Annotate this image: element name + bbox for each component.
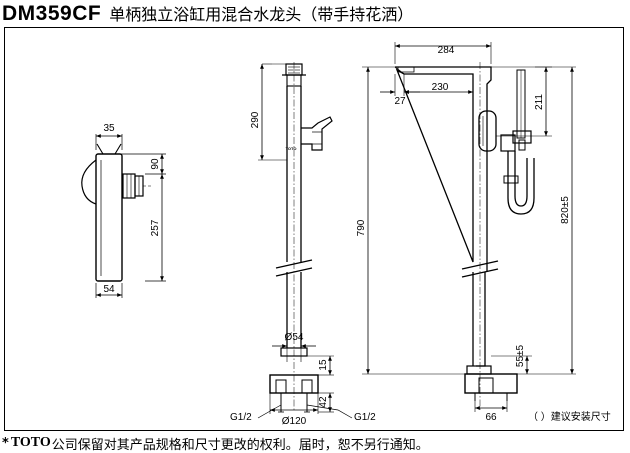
footer-disclaimer: 公司保留对其产品规格和尺寸更改的权利。届时，恕不另行通知。 (51, 437, 429, 453)
dim-257: 257 (150, 219, 161, 236)
model-number: DM359CF (2, 2, 102, 25)
dim-211: 211 (534, 94, 545, 110)
dim-35: 35 (103, 123, 115, 134)
install-note: （ ）建议安装尺寸 (528, 410, 611, 423)
brand-logo-text: TOTO (10, 435, 51, 450)
dim-27: 27 (394, 96, 406, 107)
dim-820: 820±5 (560, 196, 571, 224)
dim-diameter-120: Ø120 (282, 416, 307, 427)
dim-290: 290 (250, 111, 261, 128)
title-bar: DM359CF 单柄独立浴缸用混合水龙头（带手持花洒） (2, 2, 413, 26)
dim-90: 90 (150, 158, 161, 170)
thread-right: G1/2 (354, 412, 376, 423)
dim-790: 790 (356, 219, 367, 236)
top-view (81, 134, 166, 298)
toto-engraving: TOTO (286, 146, 297, 151)
dim-42: 42 (318, 396, 329, 408)
dim-54: 54 (103, 284, 115, 295)
dim-284: 284 (438, 45, 455, 56)
footer-asterisk: * (2, 435, 9, 451)
dim-diameter-54: Ø54 (285, 332, 304, 343)
drawing-frame (4, 27, 624, 431)
dim-230: 230 (432, 82, 449, 93)
side-view (362, 42, 576, 412)
product-name: 单柄独立浴缸用混合水龙头（带手持花洒） (109, 5, 414, 24)
footer: * TOTO 公司保留对其产品规格和尺寸更改的权利。届时，恕不另行通知。 (2, 434, 429, 453)
dim-55: 55±5 (515, 344, 526, 367)
dim-66: 66 (485, 412, 497, 423)
dim-15: 15 (318, 359, 329, 371)
thread-left: G1/2 (230, 412, 252, 423)
front-view (257, 62, 353, 419)
